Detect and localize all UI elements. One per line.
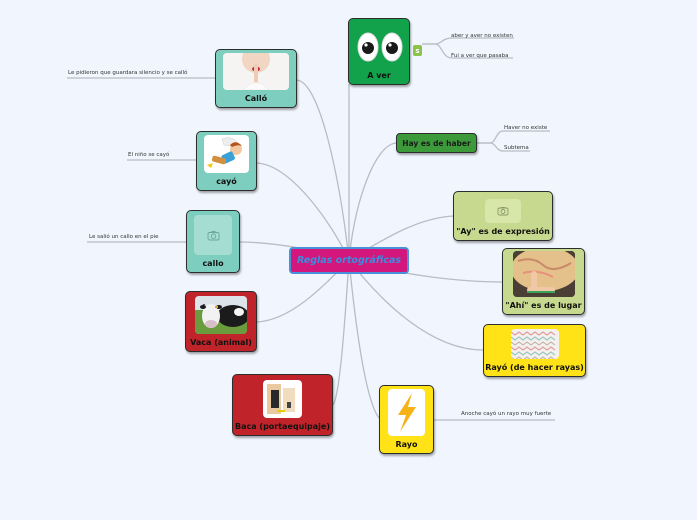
falling-boy-image — [204, 135, 249, 173]
lightning-image — [388, 389, 425, 436]
node-label: Calló — [244, 94, 268, 103]
node-rayo[interactable]: Rayo — [379, 385, 434, 454]
camera-placeholder — [194, 215, 232, 255]
node-baca[interactable]: Baca (portaequipaje) — [232, 374, 333, 436]
subtopic[interactable]: Subtema — [504, 145, 529, 151]
subtopic[interactable]: Haver no existe — [504, 125, 548, 131]
silence-gesture-image — [223, 53, 289, 90]
node-rayo-rayas[interactable]: Rayó (de hacer rayas) — [483, 324, 586, 377]
node-label: "Ahí" es de lugar — [505, 301, 582, 310]
node-callo-silencio[interactable]: Calló — [215, 49, 297, 108]
van-interior-image — [263, 380, 302, 418]
shopify-bag-icon[interactable]: s — [413, 45, 422, 56]
central-topic-label: Reglas ortográficas — [296, 255, 402, 266]
node-label: Hay es de haber — [402, 138, 471, 148]
subtopic[interactable]: Le pidieron que guardara silencio y se c… — [68, 70, 188, 76]
node-label: cayó — [216, 177, 237, 186]
subtopic[interactable]: El niño se cayó — [128, 152, 170, 158]
node-ay[interactable]: "Ay" es de expresión — [453, 191, 553, 241]
node-vaca[interactable]: Vaca (animal) — [185, 291, 257, 352]
camera-placeholder — [485, 199, 521, 223]
node-ahi[interactable]: "Ahí" es de lugar — [502, 248, 585, 315]
node-label: Rayo — [395, 440, 418, 449]
node-label: Baca (portaequipaje) — [234, 422, 330, 431]
node-label: Vaca (animal) — [190, 338, 252, 347]
node-label: "Ay" es de expresión — [456, 227, 550, 236]
cow-image — [195, 296, 247, 334]
central-topic[interactable]: Reglas ortográficas — [289, 247, 409, 274]
node-a-ver[interactable]: A ver — [348, 18, 410, 85]
subtopic[interactable]: Anoche cayó un rayo muy fuerte — [461, 411, 552, 417]
node-hay[interactable]: Hay es de haber — [396, 133, 477, 153]
camera-icon — [497, 207, 509, 216]
node-label: Rayó (de hacer rayas) — [485, 363, 584, 372]
subtopic[interactable]: aber y aver no existen — [451, 33, 513, 39]
node-cayo[interactable]: cayó — [196, 131, 257, 191]
subtopic[interactable]: Le salió un callo en el pie — [89, 234, 159, 240]
zigzag-pattern-image — [510, 329, 559, 359]
subtopic[interactable]: Fui a ver que pasaba — [451, 53, 509, 59]
globe-pointing-image — [512, 251, 575, 297]
node-label: callo — [202, 259, 224, 268]
camera-icon — [207, 230, 219, 240]
node-label: A ver — [367, 71, 391, 80]
node-callo[interactable]: callo — [186, 210, 240, 273]
eyes-image — [356, 29, 404, 65]
